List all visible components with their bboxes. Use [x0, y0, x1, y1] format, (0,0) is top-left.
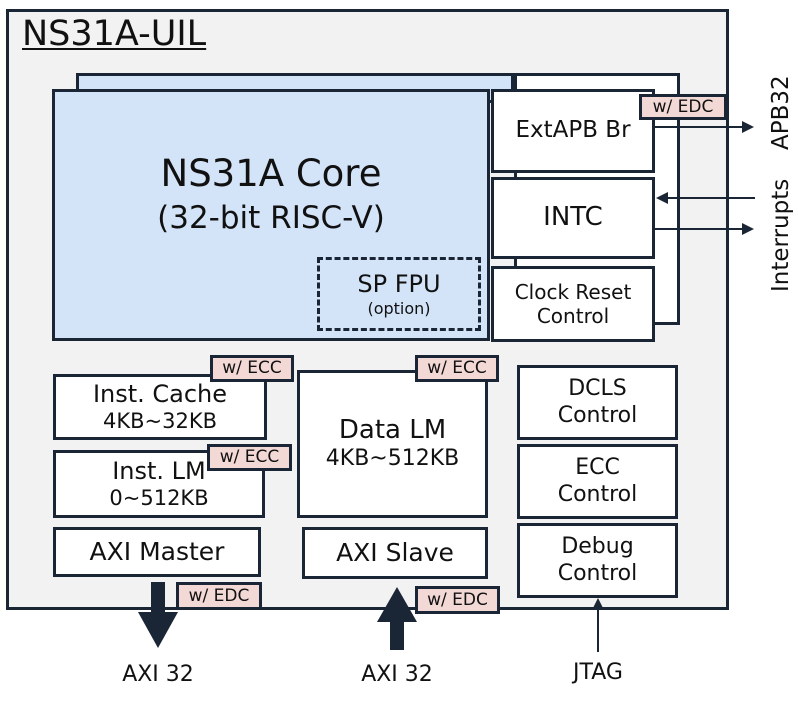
jtag-label: JTAG — [573, 660, 623, 685]
apb-arrowhead-icon — [742, 121, 754, 133]
fpu-note: (option) — [367, 298, 431, 318]
axi-master-label: AXI Master — [89, 537, 225, 566]
intc-label: INTC — [543, 202, 603, 233]
debug-line1: Debug — [561, 534, 634, 560]
core-name: NS31A Core — [160, 152, 382, 195]
ecc-line1: ECC — [575, 455, 620, 481]
fpu-name: SP FPU — [357, 270, 441, 298]
axi-master-block: AXI Master — [53, 527, 261, 577]
jtag-arrowhead-icon — [592, 598, 604, 610]
clock-reset-control-block: Clock Reset Control — [491, 266, 655, 342]
inst-cache-size: 4KB~32KB — [102, 408, 218, 433]
axi-master-arrow-shaft — [151, 582, 165, 614]
axi-slave-block: AXI Slave — [302, 527, 488, 579]
inst-lm-name: Inst. LM — [112, 457, 206, 485]
data-lm-block: Data LM 4KB~512KB — [297, 370, 488, 518]
interrupts-label: Interrupts — [768, 178, 794, 292]
core-subtitle: (32-bit RISC-V) — [157, 200, 385, 237]
intc-block: INTC — [491, 177, 655, 259]
axi-slave-edc-tag: w/ EDC — [415, 586, 500, 614]
inst-cache-ecc-tag: w/ ECC — [210, 355, 294, 382]
inst-cache-name: Inst. Cache — [92, 380, 228, 408]
axi-slave-up-arrow-icon — [377, 587, 417, 622]
clock-reset-line2: Control — [536, 304, 610, 328]
debug-line2: Control — [557, 560, 638, 586]
sp-fpu-block: SP FPU (option) — [317, 257, 481, 331]
axi-master-edc-tag: w/ EDC — [176, 582, 262, 610]
data-lm-ecc-tag: w/ ECC — [415, 355, 499, 382]
axi-master-bus-label: AXI 32 — [122, 662, 194, 687]
dcls-line2: Control — [557, 402, 638, 428]
interrupt-in-arrowhead-icon — [656, 192, 668, 204]
axi-slave-arrow-shaft — [390, 620, 404, 650]
inst-lm-ecc-tag: w/ ECC — [207, 444, 292, 471]
extapb-label: ExtAPB Br — [515, 117, 631, 144]
dcls-line1: DCLS — [568, 376, 627, 402]
ecc-line2: Control — [557, 481, 638, 507]
inst-cache-block: Inst. Cache 4KB~32KB — [53, 374, 267, 440]
axi-slave-label: AXI Slave — [336, 538, 454, 567]
axi-slave-bus-label: AXI 32 — [361, 662, 433, 687]
apb32-label: APB32 — [768, 75, 794, 150]
data-lm-size: 4KB~512KB — [325, 446, 460, 472]
inst-lm-size: 0~512KB — [109, 485, 209, 510]
extapb-bridge-block: ExtAPB Br — [491, 89, 655, 173]
interrupt-out-arrowhead-icon — [742, 223, 754, 235]
diagram-title: NS31A-UIL — [22, 14, 207, 54]
extapb-edc-tag: w/ EDC — [639, 94, 727, 120]
clock-reset-line1: Clock Reset — [514, 280, 632, 304]
axi-master-down-arrow-icon — [138, 612, 178, 648]
data-lm-name: Data LM — [338, 415, 447, 446]
